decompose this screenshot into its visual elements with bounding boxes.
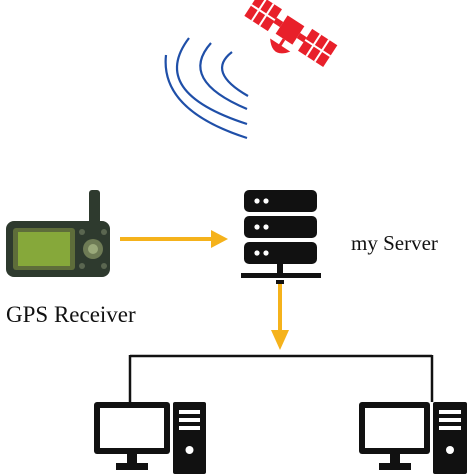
network-bus [128,354,434,402]
arrow-server-to-network [271,284,289,350]
desktop-computer-icon-left [94,402,206,474]
signal-waves-icon [164,37,249,140]
satellite-icon [244,0,338,68]
gps-device-icon [6,190,110,277]
desktop-computer-icon-right [359,402,467,474]
arrow-gps-to-server [120,230,228,248]
gps-receiver-label: GPS Receiver [6,302,136,327]
server-label: my Server [351,231,438,255]
server-rack-icon [241,190,321,284]
